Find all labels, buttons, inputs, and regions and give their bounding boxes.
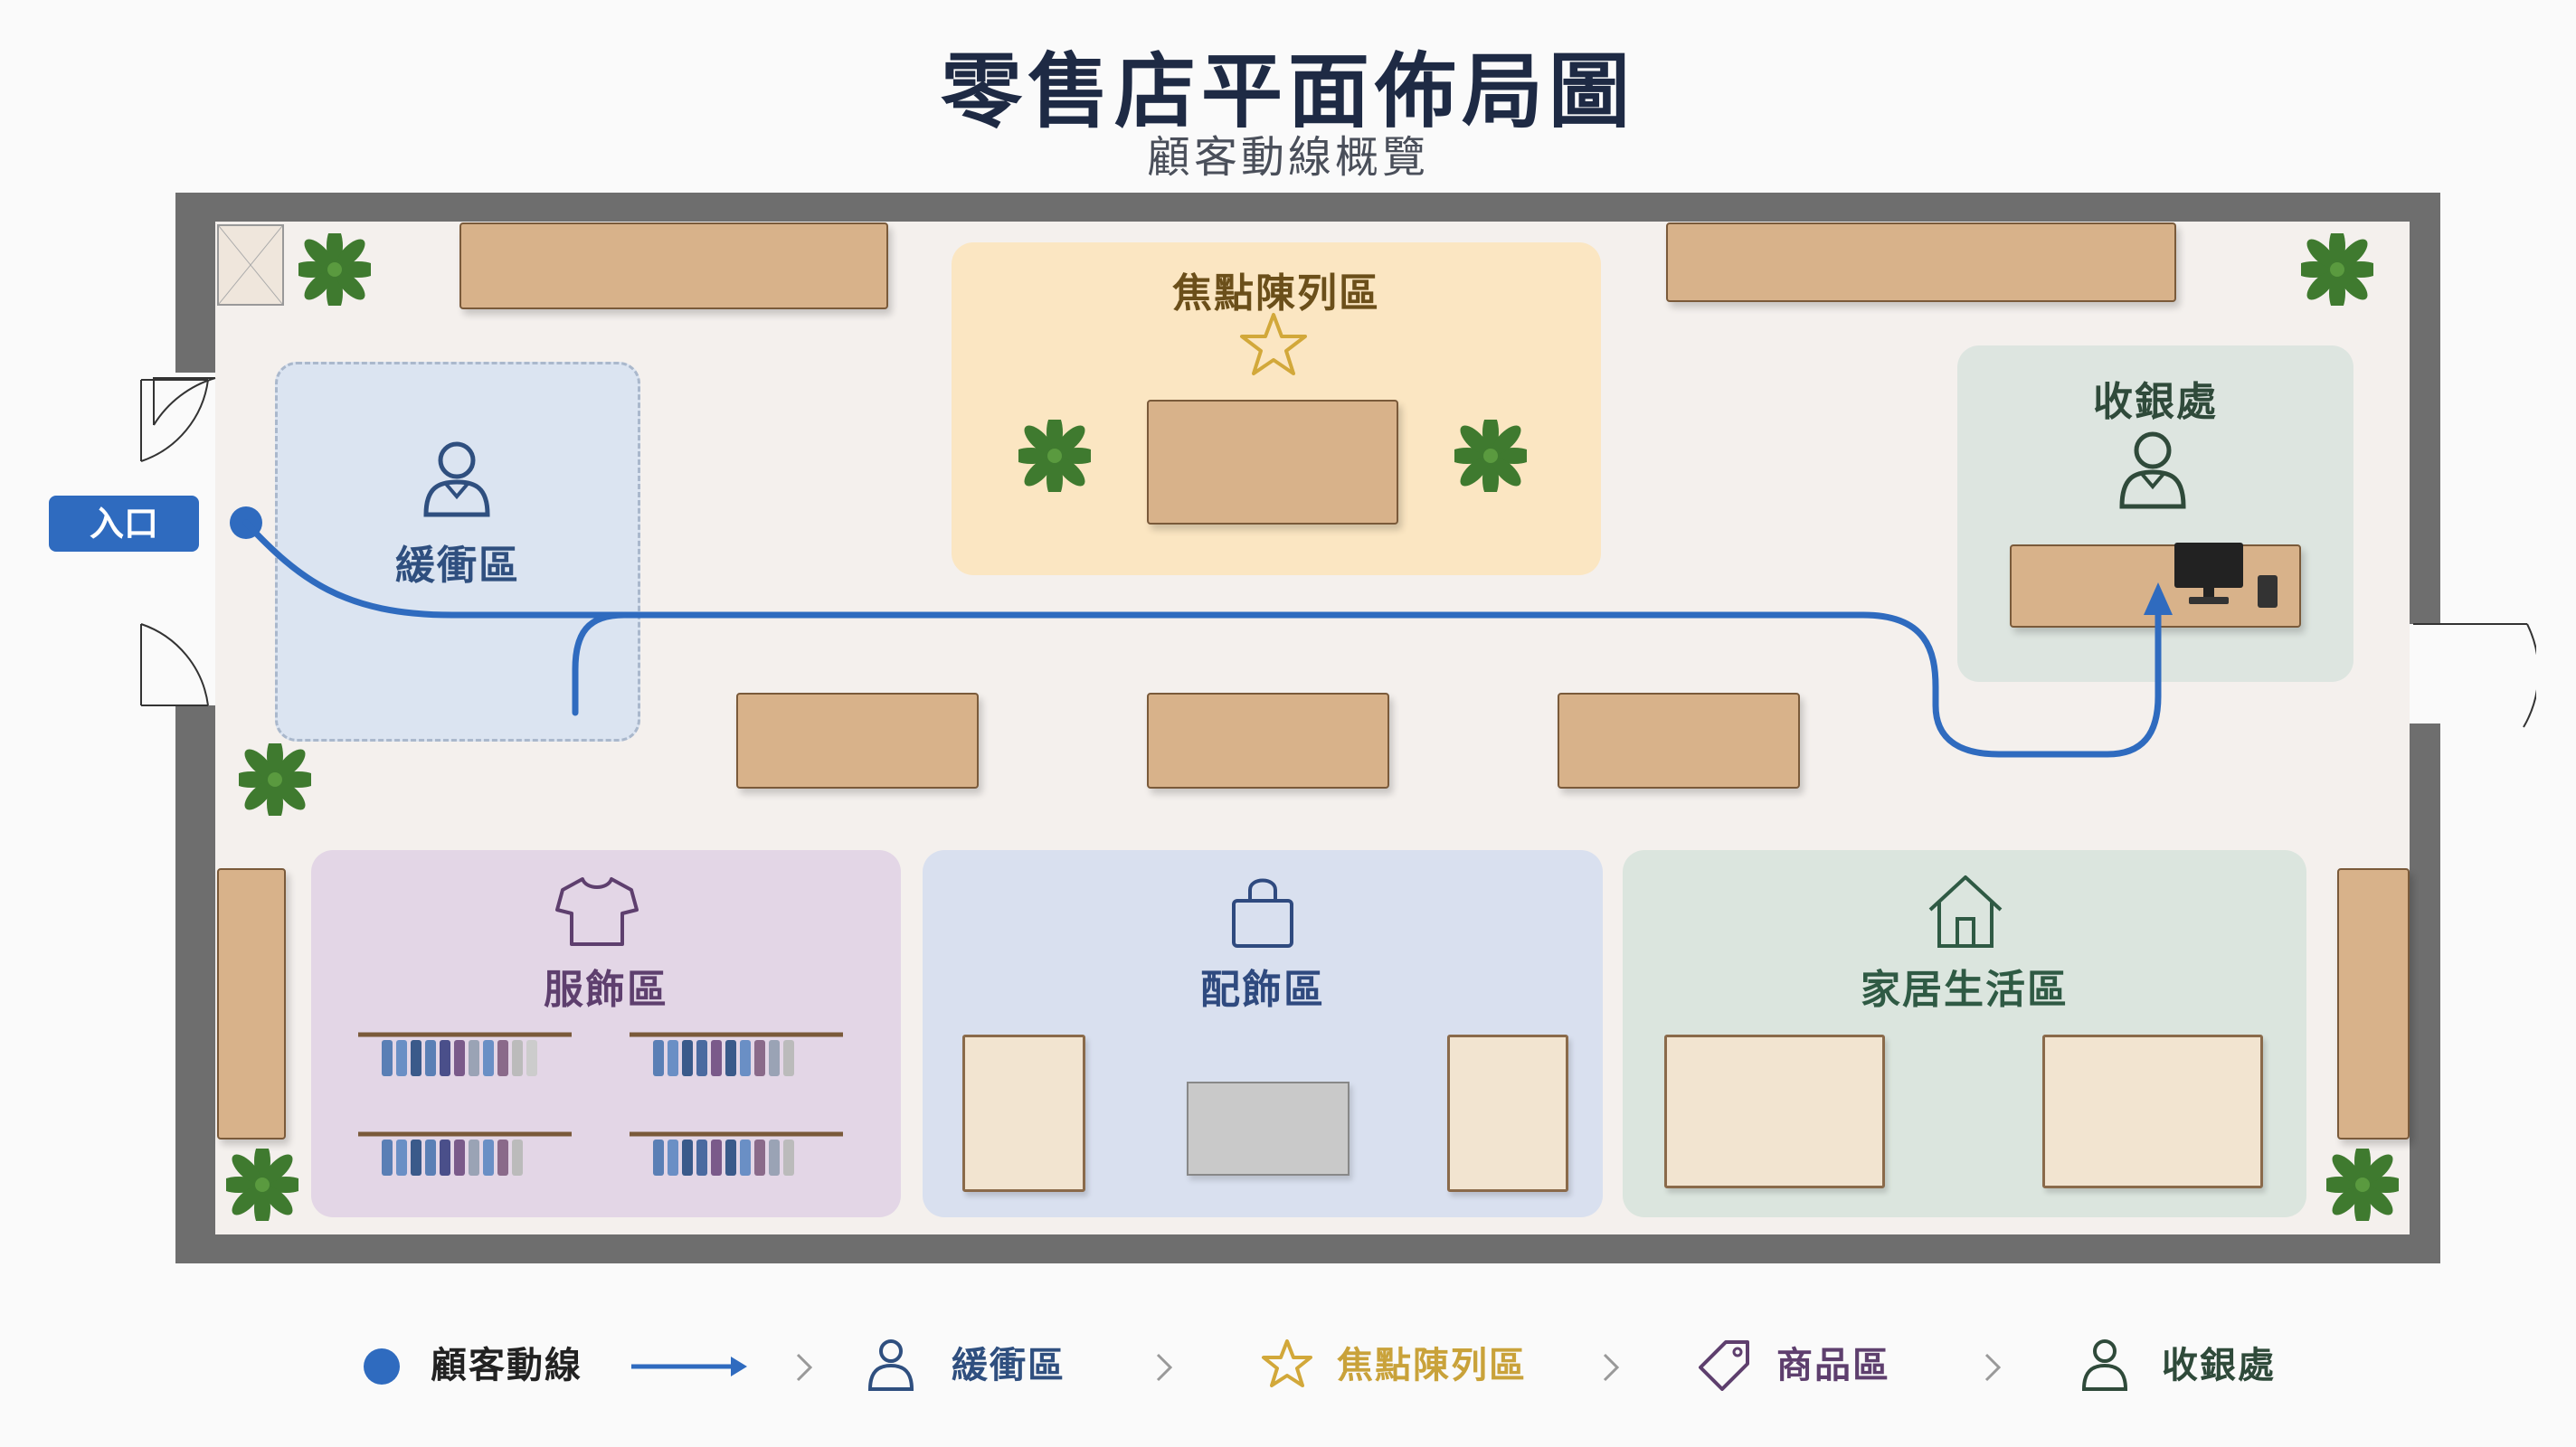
fitting-room [217, 224, 284, 306]
legend-path-label: 顧客動線 [431, 1345, 582, 1386]
legend-path-dot [364, 1348, 400, 1385]
star-icon [1240, 313, 1307, 375]
wall-shelf-right [2337, 868, 2410, 1140]
homeware-shelf-right [2042, 1035, 2263, 1188]
bag-shelf [962, 1035, 1085, 1192]
zone-checkout-label: 收銀處 [2093, 379, 2218, 425]
tshirt-icon [555, 877, 639, 946]
zone-focal-label: 焦點陳列區 [1172, 270, 1380, 317]
star-icon [1262, 1339, 1312, 1387]
house-icon [1928, 875, 2003, 948]
wall-shelf-top-right [1666, 222, 2176, 302]
zone-buffer: 緩衝區 [275, 362, 640, 742]
zone-accessories-label: 配飾區 [1200, 967, 1325, 1013]
page-title: 零售店平面佈局圖 [941, 44, 1635, 139]
entrance-door-swing [140, 377, 216, 706]
apparel-racks [358, 1032, 843, 1176]
zone-buffer-label: 緩衝區 [395, 543, 520, 589]
legend-arrow [631, 1357, 747, 1376]
legend-goods-label: 商品區 [1776, 1345, 1890, 1386]
accessory-display-table [1187, 1082, 1350, 1176]
person-icon [423, 441, 490, 517]
person-icon [867, 1339, 914, 1391]
wall-shelf-left [217, 868, 286, 1140]
entrance-label: 入口 [49, 496, 199, 552]
shoe-shelf [1447, 1035, 1568, 1192]
bag-icon [1232, 878, 1293, 948]
focal-display-table [1147, 400, 1398, 525]
cashier-icon [2119, 431, 2186, 509]
center-table-3 [1558, 693, 1800, 789]
chevron-right-icon [1984, 1353, 2002, 1382]
card-reader-icon [2258, 575, 2278, 608]
tag-icon [1699, 1340, 1749, 1391]
chevron-right-icon [796, 1353, 813, 1382]
wall-shelf-top-left [459, 222, 888, 309]
register-monitor-icon [2174, 543, 2243, 604]
cashier-icon [2081, 1339, 2128, 1391]
page-subtitle: 顧客動線概覽 [1146, 132, 1429, 183]
homeware-shelf-left [1664, 1035, 1885, 1188]
exit-door-swing [2413, 623, 2536, 728]
zone-apparel-label: 服飾區 [544, 967, 668, 1013]
zone-home-label: 家居生活區 [1861, 967, 2069, 1013]
legend-focal-label: 焦點陳列區 [1337, 1345, 1527, 1386]
exit-door-gap [2410, 624, 2440, 724]
chevron-right-icon [1603, 1353, 1620, 1382]
center-table-1 [736, 693, 979, 789]
chevron-right-icon [1156, 1353, 1173, 1382]
center-table-2 [1147, 693, 1389, 789]
legend-buffer-label: 緩衝區 [952, 1345, 1065, 1386]
legend-checkout-label: 收銀處 [2162, 1345, 2276, 1386]
